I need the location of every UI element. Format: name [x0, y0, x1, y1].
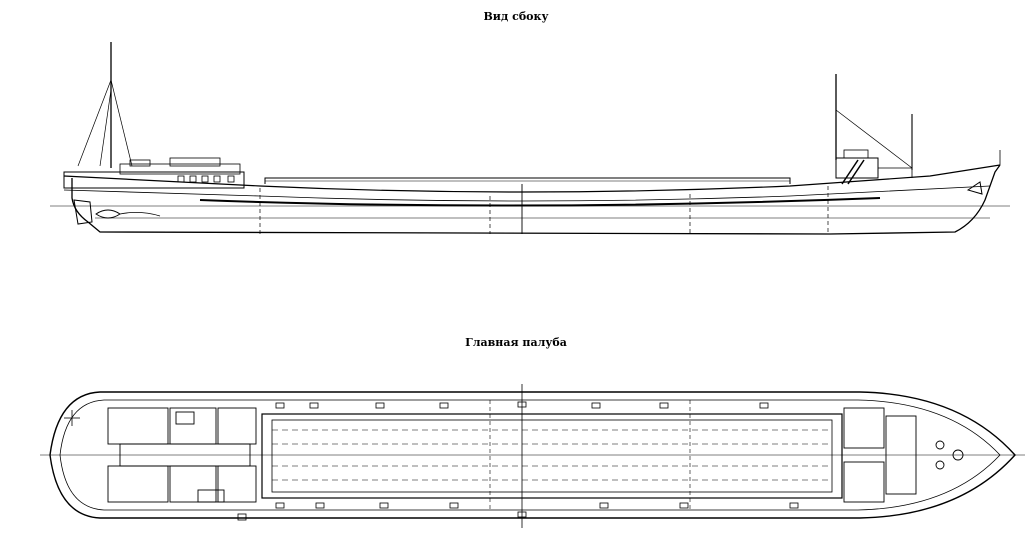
side-rubbing-strake [199, 197, 881, 207]
side-sheer-line [63, 164, 1001, 193]
side-view [50, 42, 1010, 235]
deck-hatch-inner [271, 419, 833, 493]
side-aft-bridge [169, 157, 221, 167]
deck-bulwark-line [59, 399, 1001, 511]
side-propeller [95, 209, 121, 219]
deck-fwd-rooms [843, 407, 964, 503]
side-view-title: Вид сбоку [483, 10, 549, 23]
side-aft-stay-1 [77, 79, 112, 167]
side-deck-line [63, 185, 991, 202]
side-fwd-stay [835, 109, 913, 169]
side-rudder [73, 199, 93, 225]
side-fwd-ladder-2 [847, 159, 865, 185]
side-aft-funnel [129, 159, 151, 167]
side-forecastle [877, 167, 913, 178]
deck-hull-outline [49, 391, 1016, 519]
side-anchor [966, 181, 983, 195]
side-aft-stay-3 [99, 89, 112, 167]
side-aft-deckhouse [119, 163, 241, 175]
side-fwd-ladder [841, 159, 859, 185]
side-aft-stay-2 [110, 79, 133, 167]
deck-hatch-dashed [272, 429, 832, 481]
main-deck-title: Главная палуба [465, 336, 567, 349]
side-shaft [119, 212, 161, 217]
side-aft-windows [177, 175, 235, 183]
deck-view [40, 384, 1025, 528]
deck-fittings [237, 401, 799, 521]
side-hull-outline [71, 164, 1001, 235]
deck-aft-rooms [107, 407, 257, 503]
deck-cargo-hatch [261, 413, 843, 499]
deck-bulkheads [489, 400, 691, 510]
side-bulkheads [259, 186, 829, 234]
side-aft-superstructure [63, 171, 245, 189]
side-fwd-bridge [843, 149, 869, 159]
